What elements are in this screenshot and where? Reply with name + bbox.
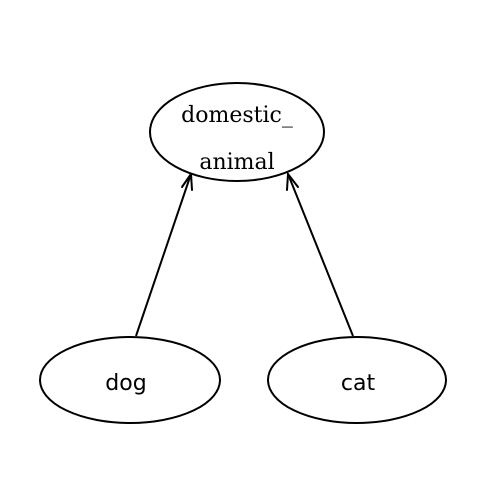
edge-line [287, 173, 354, 337]
node-label: dog [105, 371, 146, 396]
node-domestic-animal[interactable]: domestic_ animal [149, 82, 325, 182]
node-ellipse [39, 336, 221, 424]
node-ellipse [149, 82, 325, 182]
node-label-line2: animal [199, 150, 274, 175]
edge-dog-to-domestic-animal [135, 171, 193, 337]
node-ellipse [267, 336, 447, 424]
node-label-line1: domestic_ [181, 103, 293, 128]
node-label: cat [341, 371, 376, 396]
edge-line [135, 173, 192, 337]
edge-cat-to-domestic-animal [286, 171, 354, 337]
node-cat[interactable]: cat [267, 336, 447, 424]
arrow-head-icon [286, 171, 299, 191]
node-dog[interactable]: dog [39, 336, 221, 424]
